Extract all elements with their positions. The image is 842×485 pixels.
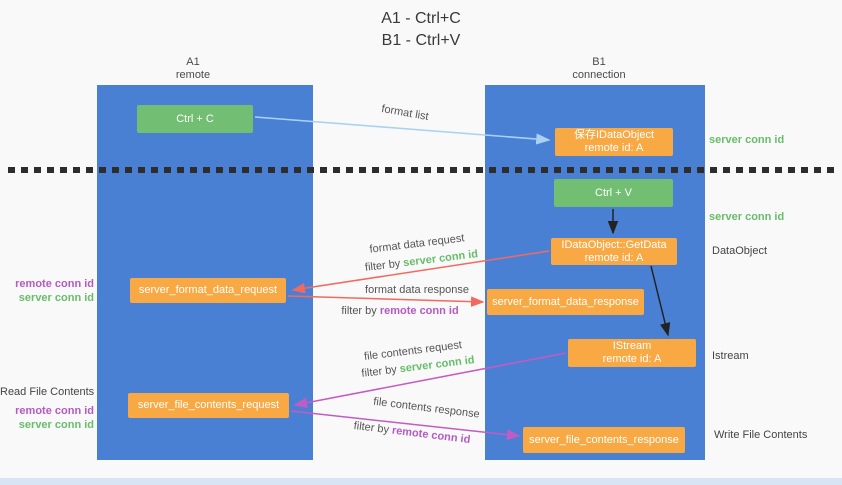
remote-conn-id-value: remote conn id [379,305,459,317]
write-file-contents-label: Write File Contents [714,429,808,441]
file-contents-response-filter-label: filter by remote conn id [353,420,472,446]
filter-by-prefix: filter by [364,257,405,274]
format-data-response-filter-label: filter by remote conn id [340,305,460,317]
format-list-label: format list [380,102,430,124]
istream-label: Istream [712,350,749,362]
node-ctrl-c-label: Ctrl + C [176,112,214,125]
dataobject-label: DataObject [712,245,768,257]
node-getdata: IDataObject::GetData remote id: A [551,238,677,265]
machine-boundary-dotted-line [8,167,838,173]
read-file-contents-label: Read File Contents [0,386,95,398]
server-conn-id-label-mid-right: server conn id [709,211,785,223]
node-server-file-contents-response-label: server_file_contents_response [529,433,679,446]
node-server-format-data-response: server_format_data_response [487,289,644,315]
title-line-2: B1 - Ctrl+V [381,32,461,49]
remote-conn-id-label-bottom-left: remote conn id [15,405,94,417]
format-data-response-arrow [287,295,485,307]
server-conn-id-label-top-left: server conn id [18,291,94,304]
filter-by-prefix: filter by [341,305,380,317]
bottom-strip [0,478,842,485]
file-contents-response-label: file contents response [372,395,481,421]
node-istream: IStream remote id: A [568,339,696,367]
node-server-file-contents-response: server_file_contents_response [523,427,685,453]
filter-by-prefix: filter by [360,363,401,380]
node-save-dataobject-line2: remote id: A [584,142,644,154]
left-conn-id-stack-top: remote conn id server conn id [0,278,94,305]
node-ctrl-v: Ctrl + V [554,179,673,207]
server-conn-id-label-bottom-left: server conn id [18,418,94,431]
lifeline-header-a1: A1 remote [97,56,289,82]
diagram-title: A1 - Ctrl+C B1 - Ctrl+V [0,8,842,52]
lifeline-b1-role: connection [572,69,626,81]
node-server-format-data-response-label: server_format_data_response [492,295,639,308]
node-ctrl-v-label: Ctrl + V [595,186,632,199]
node-server-file-contents-request: server_file_contents_request [128,393,289,418]
filter-by-prefix: filter by [353,419,393,437]
lifeline-header-b1: B1 connection [489,56,709,82]
lifeline-a1-name: A1 [186,56,200,68]
lifeline-a1-role: remote [175,69,211,81]
node-istream-line1: IStream [612,340,652,352]
remote-conn-id-label-top-left: remote conn id [15,278,94,290]
lifeline-b1-name: B1 [592,56,606,68]
remote-conn-id-value: remote conn id [391,424,471,447]
node-server-file-contents-request-label: server_file_contents_request [137,399,280,411]
format-data-response-label: format data response [365,284,469,296]
node-save-dataobject-line1: 保存IDataObject [573,129,655,141]
server-conn-id-label-top-right: server conn id [709,134,785,146]
node-server-format-data-request: server_format_data_request [130,278,286,303]
node-ctrl-c: Ctrl + C [137,105,253,133]
node-save-dataobject: 保存IDataObject remote id: A [555,128,673,156]
server-conn-id-value: server conn id [402,248,479,270]
node-istream-line2: remote id: A [602,353,662,365]
node-getdata-line2: remote id: A [584,251,644,264]
left-conn-id-stack-bottom: remote conn id server conn id [0,405,94,432]
node-getdata-line1: IDataObject::GetData [561,238,667,251]
title-line-1: A1 - Ctrl+C [381,10,461,27]
node-server-format-data-request-label: server_format_data_request [138,284,278,296]
